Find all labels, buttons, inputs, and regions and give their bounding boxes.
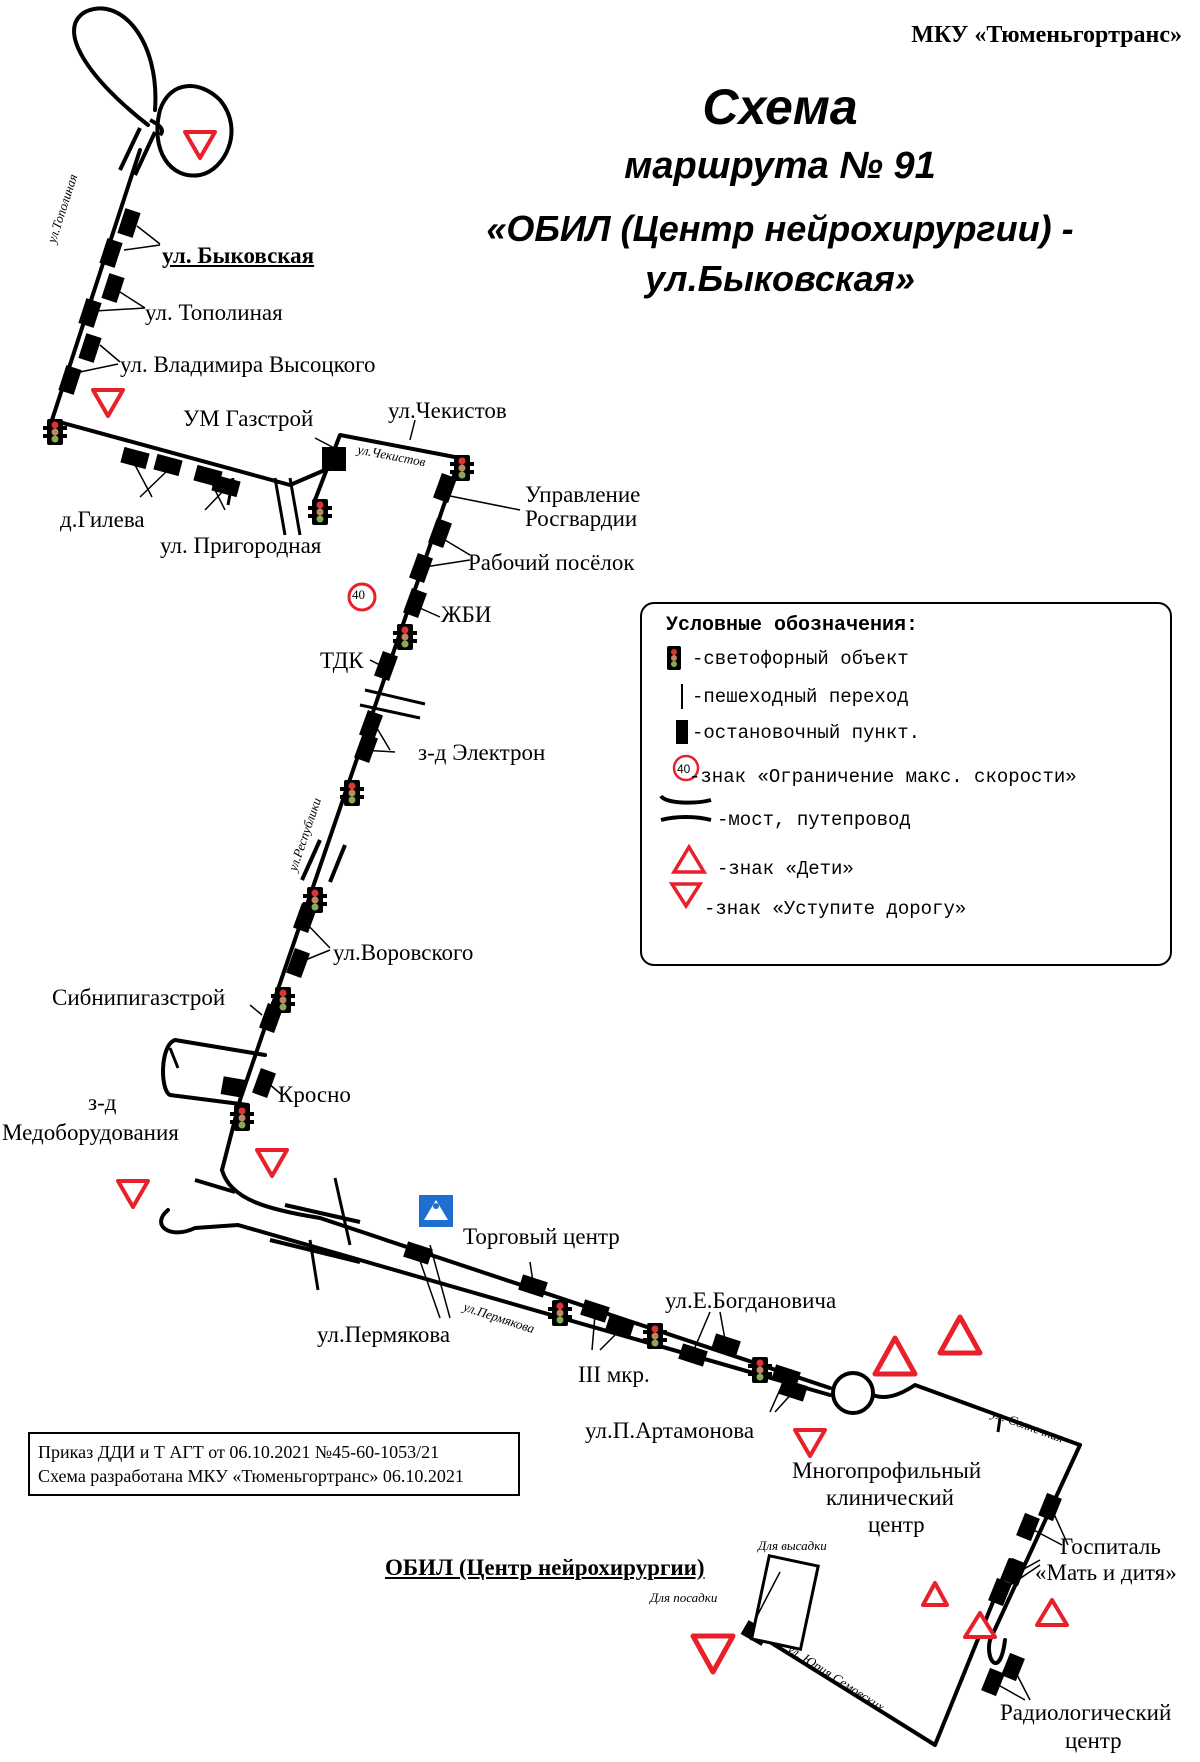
label-posadka: Для посадки (650, 1590, 718, 1605)
stop-torg: Торговый центр (463, 1224, 620, 1249)
legend-bridge: -мост, путепровод (717, 809, 911, 831)
bridges (118, 118, 361, 1264)
stop-mkc-l3: центр (868, 1512, 925, 1537)
order-line2: Схема разработана МКУ «Тюменьгортранс» 0… (38, 1466, 464, 1486)
legend-yield: -знак «Уступите дорогу» (704, 898, 967, 920)
stop-gospital-l1: Госпиталь (1060, 1534, 1161, 1559)
obil-building (749, 1553, 820, 1652)
stop-krosno: Кросно (278, 1082, 351, 1107)
stop-bykovskaya: ул. Быковская (162, 243, 315, 268)
legend-speed: -знак «Ограничение макс. скорости» (689, 766, 1077, 788)
legend-crossing: -пешеходный переход (692, 686, 909, 708)
stop-medob-l1: з-д (88, 1090, 117, 1115)
stop-um-gazstroy: УМ Газстрой (183, 406, 314, 431)
stop-radio-l1: Радиологический (1000, 1700, 1172, 1725)
stop-sibnipi: Сибнипигазстрой (52, 985, 226, 1010)
stop-mkc-l2: клинический (826, 1485, 954, 1510)
label-vysadka: Для высадки (758, 1538, 827, 1553)
stop-vysotskogo: ул. Владимира Высоцкого (120, 352, 376, 377)
route-name-line2: ул.Быковская» (645, 258, 915, 299)
stop-chekistov: ул.Чекистов (388, 398, 507, 423)
legend-traffic-light: -светофорный объект (692, 648, 909, 670)
stop-rosgvardia-l2: Росгвардии (525, 506, 638, 531)
stop-topolinaya: ул. Тополиная (145, 300, 283, 325)
stop-medob-l2: Медоборудования (2, 1120, 179, 1145)
legend-children: -знак «Дети» (717, 858, 854, 880)
legend-stop: -остановочный пункт. (692, 722, 921, 744)
stop-rabochiy: Рабочий посёлок (468, 550, 635, 575)
stop-prigorodnaya: ул. Пригородная (160, 533, 322, 558)
stop-mkc-l1: Многопрофильный (792, 1458, 982, 1483)
children-signs (921, 1581, 1069, 1639)
stop-gileva: д.Гилева (60, 507, 145, 532)
stop-tdk: ТДК (320, 648, 364, 673)
leader-lines (79, 225, 1069, 1701)
order-line1: Приказ ДДИ и Т АГТ от 06.10.2021 №45-60-… (38, 1442, 440, 1462)
legend-title: Условные обозначения: (666, 614, 919, 637)
svg-text:40: 40 (677, 762, 691, 776)
stop-vorovskogo: ул.Воровского (333, 940, 474, 965)
stop-permyakova: ул.Пермякова (317, 1322, 451, 1347)
speed-sign-value: 40 (352, 587, 365, 602)
stop-zhbi: ЖБИ (441, 602, 492, 627)
stop-iii-mkr: III мкр. (578, 1362, 650, 1387)
stop-obil: ОБИЛ (Центр нейрохирургии) (385, 1555, 705, 1580)
stop-gospital-l2: «Мать и дитя» (1035, 1560, 1177, 1585)
speed-sign (347, 582, 377, 612)
stop-rosgvardia-l1: Управление (525, 482, 641, 507)
route-name-line1: «ОБИЛ (Центр нейрохирургии) - (486, 208, 1074, 249)
organization-name: МКУ «Тюменьгортранс» (911, 22, 1182, 48)
stop-bogdanovicha: ул.Е.Богдановича (665, 1288, 837, 1313)
route-number: маршрута № 91 (624, 145, 936, 187)
order-info: Приказ ДДИ и Т АГТ от 06.10.2021 №45-60-… (28, 1432, 520, 1496)
stop-elektron: з-д Электрон (418, 740, 546, 765)
stop-artamonova: ул.П.Артамонова (585, 1418, 755, 1443)
crossing-sign-icon (419, 1195, 453, 1227)
legend: Условные обозначения: 40 -светофорный об… (640, 602, 1172, 966)
page-title: Схема (702, 79, 858, 135)
legend-symbols: 40 (659, 646, 712, 910)
stop-markers (58, 208, 1062, 1697)
stop-radio-l2: центр (1065, 1728, 1122, 1753)
